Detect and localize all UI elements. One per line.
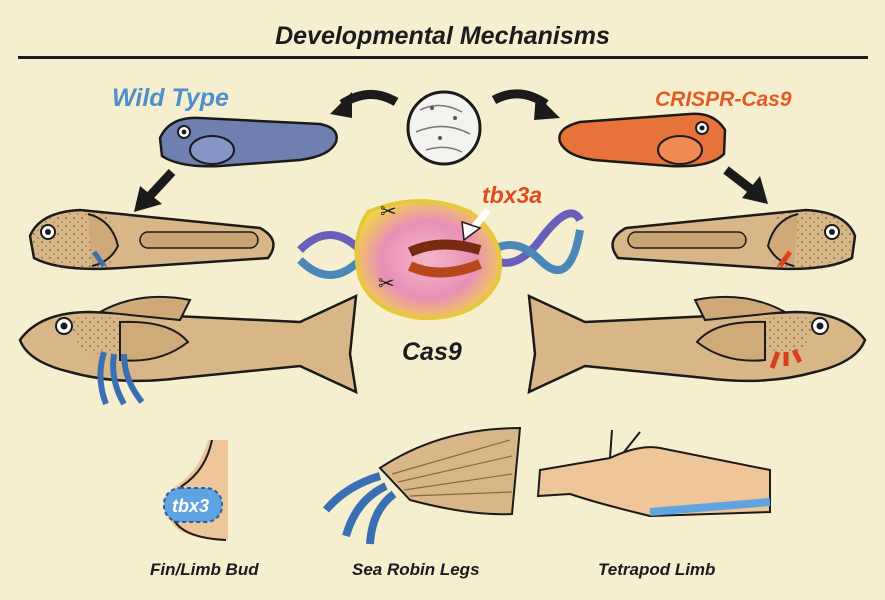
wildtype-larva: [158, 116, 338, 168]
wild-type-label: Wild Type: [112, 84, 229, 112]
crispr-juvenile: [611, 208, 857, 271]
sea-robin-legs: [322, 426, 522, 545]
tetrapod-limb: [536, 429, 771, 518]
enzyme-label: Cas9: [402, 338, 462, 366]
wildtype-adult-fish: [18, 293, 358, 406]
svg-text:✂: ✂: [378, 273, 395, 295]
svg-text:✂: ✂: [380, 201, 397, 223]
arrow-wildtype-down: [134, 168, 176, 212]
arrow-to-wildtype: [330, 90, 399, 118]
sea-robin-legs-label: Sea Robin Legs: [352, 560, 480, 579]
arrow-crispr-down: [723, 166, 768, 204]
fin-limb-bud: [163, 439, 228, 541]
crispr-label: CRISPR-Cas9: [655, 88, 792, 111]
title-rule: [18, 56, 868, 59]
tetrapod-limb-label: Tetrapod Limb: [598, 560, 716, 579]
wildtype-juvenile: [28, 208, 275, 271]
limb-bud-marker-label: tbx3: [172, 496, 210, 516]
crispr-larva: [558, 112, 727, 168]
fin-limb-bud-label: Fin/Limb Bud: [150, 560, 259, 579]
arrow-to-crispr: [491, 89, 560, 120]
diagram-title: Developmental Mechanisms: [275, 22, 610, 50]
gene-label: tbx3a: [482, 182, 543, 208]
cas9-complex: ✂ ✂: [297, 199, 584, 321]
crispr-adult-fish: [527, 293, 867, 395]
egg-cell: [406, 90, 482, 166]
